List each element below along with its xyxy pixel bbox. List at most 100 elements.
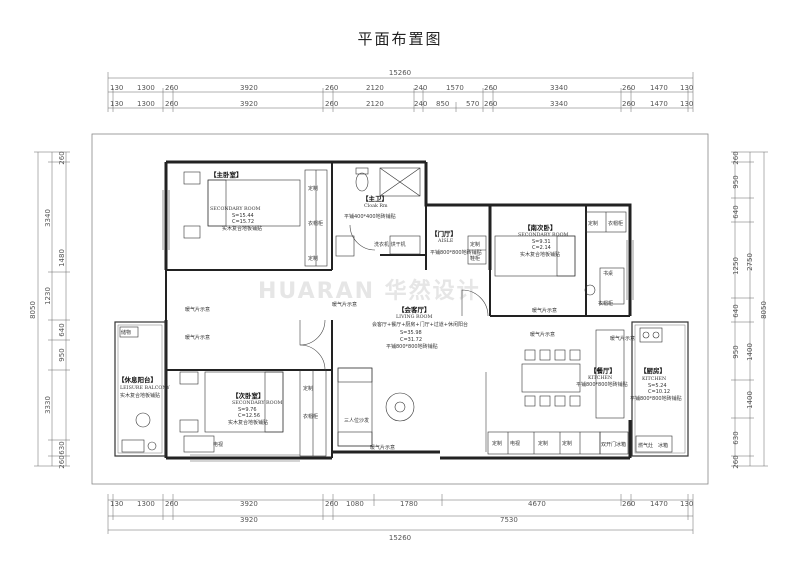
dim-label: 1470 (650, 84, 668, 92)
kitchen-inner (634, 324, 686, 454)
tv-label: 电视 (213, 441, 223, 448)
dim-label: 260 (622, 500, 635, 508)
dim-label: 3920 (240, 100, 258, 108)
dim-label: 1400 (746, 343, 754, 361)
dim-label: 1300 (137, 84, 155, 92)
dim-label: 3920 (240, 516, 258, 524)
second-bedroom-furniture (494, 211, 627, 305)
wardrobe-label: 衣帽柜 (608, 220, 623, 227)
dim-label: 3340 (550, 100, 568, 108)
dim-label: 240 (414, 100, 427, 108)
room-name-master-bedroom: 【主卧室】 (210, 170, 243, 179)
dim-label: 2120 (366, 84, 384, 92)
dim-label: 260 (325, 500, 338, 508)
dim-top-total: 15260 (389, 69, 411, 77)
room-perimeter: C=31.72 (400, 337, 422, 343)
dim-label: 260 (58, 151, 66, 164)
dim-label: 640 (732, 304, 740, 317)
dim-label: 1300 (137, 100, 155, 108)
room-floor: 平铺800*800地砖铺贴 (576, 381, 628, 388)
dim-label: 260 (732, 151, 740, 164)
dim-label: 260 (165, 100, 178, 108)
dim-label: 130 (110, 100, 123, 108)
washer-label: 洗衣机 烘干机 (374, 241, 406, 248)
dim-left-total: 8050 (29, 301, 37, 319)
dim-label: 1470 (650, 500, 668, 508)
room-floor: 实木复合地板铺贴 (228, 419, 268, 426)
room-floor: 实木复合地板铺贴 (222, 225, 262, 232)
dim-label: 950 (732, 175, 740, 188)
room-floor: 平铺400*400地砖铺贴 (344, 213, 396, 220)
room-area: S=35.98 (400, 330, 422, 336)
windows (162, 190, 634, 462)
room-perimeter: C=12.56 (238, 413, 260, 419)
living-furniture (299, 367, 415, 457)
desk-label: 书桌 (603, 270, 613, 277)
radiator-label: 暖气片示意 (332, 301, 357, 308)
sofa-label: 三人位沙发 (344, 417, 369, 424)
drawing-frame (91, 133, 709, 485)
balcony-furniture (119, 326, 157, 453)
dim-label: 260 (732, 455, 740, 468)
room-en-third-bedroom: SECONDARY ROOM (232, 400, 283, 406)
dim-label: 1250 (732, 257, 740, 275)
dim-label: 260 (484, 84, 497, 92)
dim-label: 570 (466, 100, 479, 108)
radiator-label: 暖气片示意 (185, 334, 210, 341)
room-name-kitchen: 【厨房】 (640, 366, 666, 375)
room-floor: 实木复合地板铺贴 (520, 251, 560, 258)
cabinet-label: 定制 (562, 440, 572, 447)
dim-label: 260 (325, 84, 338, 92)
radiator-label: 暖气片示意 (532, 307, 557, 314)
room-area: S=5.24 (648, 383, 667, 389)
kitchen-outline (631, 321, 689, 457)
dim-label: 1300 (137, 500, 155, 508)
room-en-balcony: LEISURE BALCONY (120, 385, 171, 391)
dim-label: 130 (680, 500, 693, 508)
top-dimensions (107, 72, 694, 112)
dim-label: 240 (414, 84, 427, 92)
dim-label: 260 (622, 84, 635, 92)
radiator-label: 暖气片示意 (185, 306, 210, 313)
bathroom-furniture (335, 167, 421, 257)
dim-label: 850 (436, 100, 449, 108)
dim-label: 130 (110, 84, 123, 92)
dim-label: 260 (58, 455, 66, 468)
wardrobe-label: 衣帽柜 (303, 413, 318, 420)
dim-bottom-total: 15260 (389, 534, 411, 542)
room-name-balcony: 【休息阳台】 (118, 375, 157, 384)
dim-bottom-row1: 130 1300 260 3920 260 1080 1780 4670 260… (110, 500, 693, 508)
room-en-second-bedroom: SECONDARY ROOM (518, 232, 569, 238)
kitchen-furniture (635, 327, 673, 453)
master-bedroom-furniture (183, 169, 328, 267)
dim-label: 630 (58, 441, 66, 454)
dim-label: 3920 (240, 500, 258, 508)
cabinet-label: 定制 (492, 440, 502, 447)
cabinet-label: 定制 (308, 185, 318, 192)
dim-label: 630 (732, 431, 740, 444)
dim-label: 3920 (240, 84, 258, 92)
dim-bottom-row2: 3920 7530 (240, 516, 518, 524)
room-en-hall: AISLE (437, 238, 454, 244)
room-floor: 平铺800*800地砖铺贴 (630, 395, 682, 402)
dim-label: 950 (732, 345, 740, 358)
cabinet-label: 定制 (588, 220, 598, 227)
room-desc: 会客厅+餐厅+厨房+门厅+过道+休闲阳台 (372, 321, 468, 328)
dim-label: 1400 (746, 391, 754, 409)
inner-walls (165, 162, 630, 458)
dim-label: 1780 (400, 500, 418, 508)
dim-label: 260 (484, 100, 497, 108)
dim-label: 3330 (44, 396, 52, 414)
dim-label: 130 (680, 100, 693, 108)
balcony-outline (114, 321, 166, 457)
dim-label: 1480 (58, 249, 66, 267)
room-en-bathroom: Cloak Rm (364, 203, 388, 209)
dim-left-values: 260 3340 1480 1230 640 950 3330 630 260 (44, 151, 66, 468)
room-perimeter: C=10.12 (648, 389, 670, 395)
dim-label: 260 (165, 500, 178, 508)
dining-furniture (487, 329, 629, 455)
dim-label: 7530 (500, 516, 518, 524)
room-name-bathroom: 【主卫】 (362, 194, 388, 203)
hall-cabinets (467, 235, 487, 265)
